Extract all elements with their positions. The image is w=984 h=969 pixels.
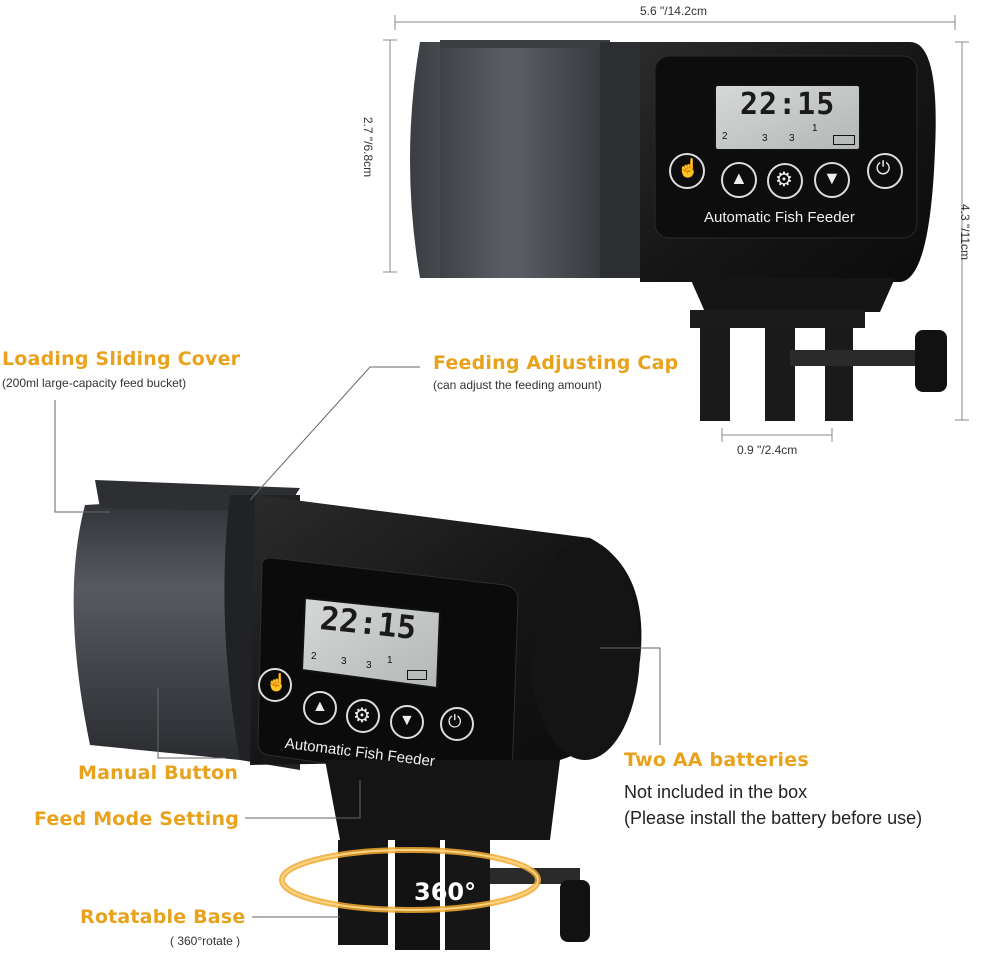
dimension-base-width: 0.9 "/2.4cm <box>737 443 798 457</box>
manual-button-title: Manual Button <box>78 762 239 784</box>
top-battery-icon <box>833 135 855 145</box>
adjust-cap-title: Feeding Adjusting Cap <box>433 352 679 374</box>
bottom-slot-4: 1 <box>387 655 393 666</box>
top-slot-4: 1 <box>812 123 818 134</box>
rotation-label: 360° <box>414 878 477 906</box>
batteries-title: Two AA batteries <box>624 749 809 771</box>
up-arrow-icon[interactable]: ▲ <box>312 698 328 715</box>
loading-cover-sub: (200ml large-capacity feed bucket) <box>2 376 187 390</box>
dimension-height-right: 4.3 "/11cm <box>958 203 972 261</box>
adjust-cap-sub: (can adjust the feeding amount) <box>433 378 602 392</box>
top-slot-2: 3 <box>762 133 768 144</box>
bottom-battery-icon <box>407 670 427 680</box>
dimension-lines <box>383 15 969 442</box>
bottom-slot-2: 3 <box>341 656 347 667</box>
top-panel-label: Automatic Fish Feeder <box>704 209 855 226</box>
gear-icon[interactable]: ⚙ <box>353 705 371 727</box>
feed-mode-title: Feed Mode Setting <box>34 808 240 830</box>
up-arrow-icon[interactable]: ▲ <box>730 168 748 188</box>
top-lcd-time: 22:15 <box>740 87 836 122</box>
rotatable-base-title: Rotatable Base <box>80 906 246 928</box>
top-slot-1: 2 <box>722 131 728 142</box>
down-arrow-icon[interactable]: ▼ <box>399 712 415 729</box>
down-arrow-icon[interactable]: ▼ <box>823 168 841 188</box>
gear-icon[interactable]: ⚙ <box>775 169 793 191</box>
batteries-line1: Not included in the box <box>624 782 808 802</box>
loading-cover-title: Loading Sliding Cover <box>2 348 241 370</box>
power-icon[interactable]: ⏻ <box>448 712 462 731</box>
bottom-device <box>73 480 642 950</box>
dimension-width: 5.6 "/14.2cm <box>640 4 707 18</box>
rotatable-base-sub: ( 360°rotate ) <box>170 934 241 948</box>
dimension-height-left: 2.7 "/6.8cm <box>361 116 375 178</box>
hand-icon[interactable]: ☝ <box>266 673 288 692</box>
bottom-slot-1: 2 <box>311 651 317 662</box>
batteries-line2: (Please install the battery before use) <box>624 808 923 828</box>
top-slot-3: 3 <box>789 133 795 144</box>
top-device <box>410 40 947 421</box>
callout-lines <box>54 366 661 918</box>
hand-icon[interactable]: ☝ <box>677 158 700 178</box>
bottom-slot-3: 3 <box>366 660 372 671</box>
power-icon[interactable]: ⏻ <box>876 158 891 178</box>
